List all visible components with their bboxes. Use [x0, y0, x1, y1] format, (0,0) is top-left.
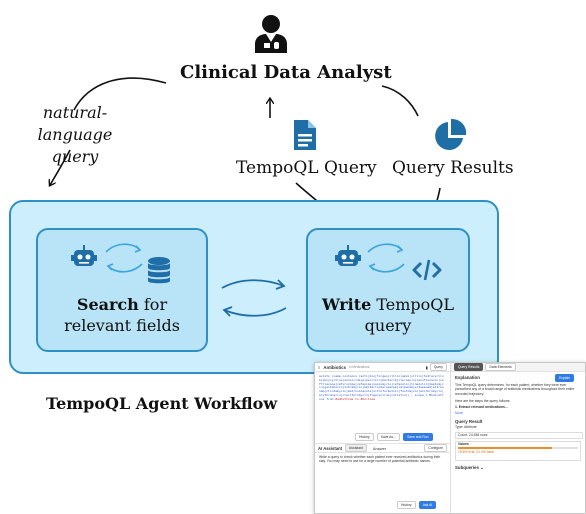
- ask-ai-button[interactable]: Ask AI: [418, 501, 437, 509]
- search-bold-label: Search: [76, 295, 139, 314]
- save-as-button[interactable]: Save As...: [376, 433, 400, 441]
- write-line2-label: query: [364, 316, 412, 335]
- save-and-run-button[interactable]: Save and Run: [403, 433, 433, 441]
- step-1: 1. Extract relevant medications...: [455, 405, 508, 409]
- results-panel: Query Results Data Elements Explanation …: [451, 363, 585, 513]
- configure-button[interactable]: Configure: [424, 444, 447, 452]
- values-bar-track: [458, 447, 578, 450]
- query-name: Antibiotics: [323, 364, 347, 370]
- arc-analyst-right: [381, 85, 419, 117]
- cycle-arrows-icon: [105, 243, 143, 273]
- tempoql-query-label: TempoQL Query: [236, 158, 377, 178]
- assistant-label: AI Assistant: [318, 445, 343, 451]
- query-scope: in Medications: [349, 365, 370, 369]
- assistant-actions: History Ask AI: [397, 501, 438, 509]
- tab-query-results[interactable]: Query Results: [454, 363, 484, 371]
- natural-language-query-label: natural-language query: [37, 103, 113, 166]
- search-box-label: Search for relevant fields: [38, 294, 206, 336]
- results-tabs: Query Results Data Elements: [451, 363, 585, 372]
- arrow-query-down: [50, 149, 71, 185]
- count-row: Count: 24,456 rows: [455, 432, 583, 439]
- write-box: Write TempoQL query: [306, 228, 470, 352]
- type-label: Type: Attribute: [455, 425, 477, 429]
- app-screenshot: ≡ Antibiotics in Medications ▮ Query exi…: [314, 362, 586, 514]
- exchange-arrows-icon: [221, 279, 287, 317]
- menu-icon[interactable]: ≡: [318, 364, 321, 370]
- cycle-arrows-icon: [367, 243, 405, 273]
- search-line2-label: relevant fields: [64, 316, 180, 335]
- search-rest-label: for: [138, 295, 168, 314]
- answer-tab[interactable]: Answer: [372, 445, 387, 451]
- values-label: Values: [458, 442, 469, 446]
- assistant-prompt[interactable]: Write a query to check whether each pati…: [319, 455, 441, 464]
- history-button[interactable]: History: [355, 433, 374, 441]
- assistant-bar: AI Assistant Assistant Answer Configure: [315, 443, 450, 453]
- pin-icon[interactable]: ▮: [425, 364, 428, 370]
- more-link[interactable]: More: [455, 411, 463, 415]
- write-rest-label: TempoQL: [371, 295, 455, 314]
- code-icon: [412, 259, 442, 281]
- code-tail: #admittime to #mortime: [335, 396, 376, 401]
- write-bold-label: Write: [321, 295, 372, 314]
- values-bar-fill: [458, 447, 553, 450]
- explain-button[interactable]: Explain: [555, 374, 575, 382]
- steps-text: Here are the steps the query follows:: [455, 399, 511, 403]
- doctor-icon: [255, 15, 287, 53]
- search-box: Search for relevant fields: [36, 228, 208, 352]
- query-result-heading: Query Result: [455, 419, 483, 424]
- robot-icon: [335, 245, 361, 266]
- write-box-label: Write TempoQL query: [308, 294, 468, 336]
- values-pct: 78.6% true, 21.4% false: [458, 450, 495, 455]
- query-button[interactable]: Query: [429, 363, 447, 371]
- analyst-title: Clinical Data Analyst: [180, 62, 392, 83]
- document-icon: [294, 120, 316, 150]
- explanation-heading: Explanation: [455, 375, 480, 380]
- workflow-title: TempoQL Agent Workflow: [46, 394, 278, 413]
- explanation-text: This TempoQL query determines, for each …: [455, 383, 575, 396]
- chevron-down-icon: ⌄: [480, 465, 484, 470]
- robot-icon: [71, 245, 97, 266]
- values-card: Values 78.6% true, 21.4% false: [455, 441, 581, 461]
- query-editor-panel: ≡ Antibiotics in Medications ▮ Query exi…: [315, 363, 451, 513]
- arc-analyst-to-query: [73, 77, 167, 111]
- pie-chart-icon: [435, 118, 467, 150]
- editor-actions: History Save As... Save and Run: [355, 433, 435, 441]
- history-button-2[interactable]: History: [397, 501, 416, 509]
- code-text: exists (name contains (anti|bio|ticgen|c…: [319, 374, 444, 401]
- database-icon: [148, 257, 170, 284]
- code-editor[interactable]: exists (name contains (anti|bio|ticgen|c…: [319, 374, 445, 430]
- assistant-tab[interactable]: Assistant: [345, 444, 367, 452]
- subqueries-toggle[interactable]: Subqueries ⌄: [455, 465, 484, 471]
- subqueries-label: Subqueries: [455, 465, 479, 470]
- tab-data-elements[interactable]: Data Elements: [485, 363, 516, 371]
- editor-toolbar: ≡ Antibiotics in Medications ▮ Query: [315, 363, 450, 372]
- query-results-label: Query Results: [392, 158, 514, 178]
